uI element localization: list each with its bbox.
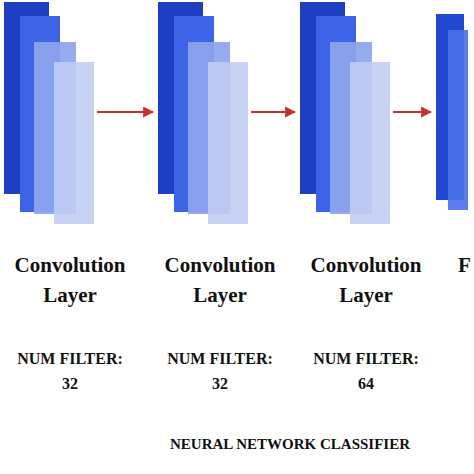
layer-stack: F	[436, 0, 470, 280]
diagram-caption: NEURAL NETWORK CLASSIFIER	[110, 436, 470, 453]
feature-map-stack	[436, 0, 468, 228]
layer-stack: Convolution LayerNUM FILTER: 64	[296, 0, 436, 396]
filter-count: NUM FILTER: 32	[16, 346, 124, 396]
feature-map-stack	[158, 0, 253, 228]
layer-name: Convolution Layer	[0, 250, 140, 310]
layer-name: Convolution Layer	[296, 250, 436, 310]
layer-name: F	[436, 250, 470, 280]
filter-count: NUM FILTER: 64	[312, 346, 420, 396]
layer-stack: Convolution LayerNUM FILTER: 32	[0, 0, 140, 396]
flow-arrow	[251, 111, 295, 113]
layer-stack: Convolution LayerNUM FILTER: 32	[150, 0, 290, 396]
filter-count: NUM FILTER: 32	[166, 346, 274, 396]
flow-arrow	[97, 111, 153, 113]
flow-arrow	[393, 111, 431, 113]
feature-map-stack	[300, 0, 395, 228]
layer-name: Convolution Layer	[150, 250, 290, 310]
feature-map-stack	[4, 0, 99, 228]
